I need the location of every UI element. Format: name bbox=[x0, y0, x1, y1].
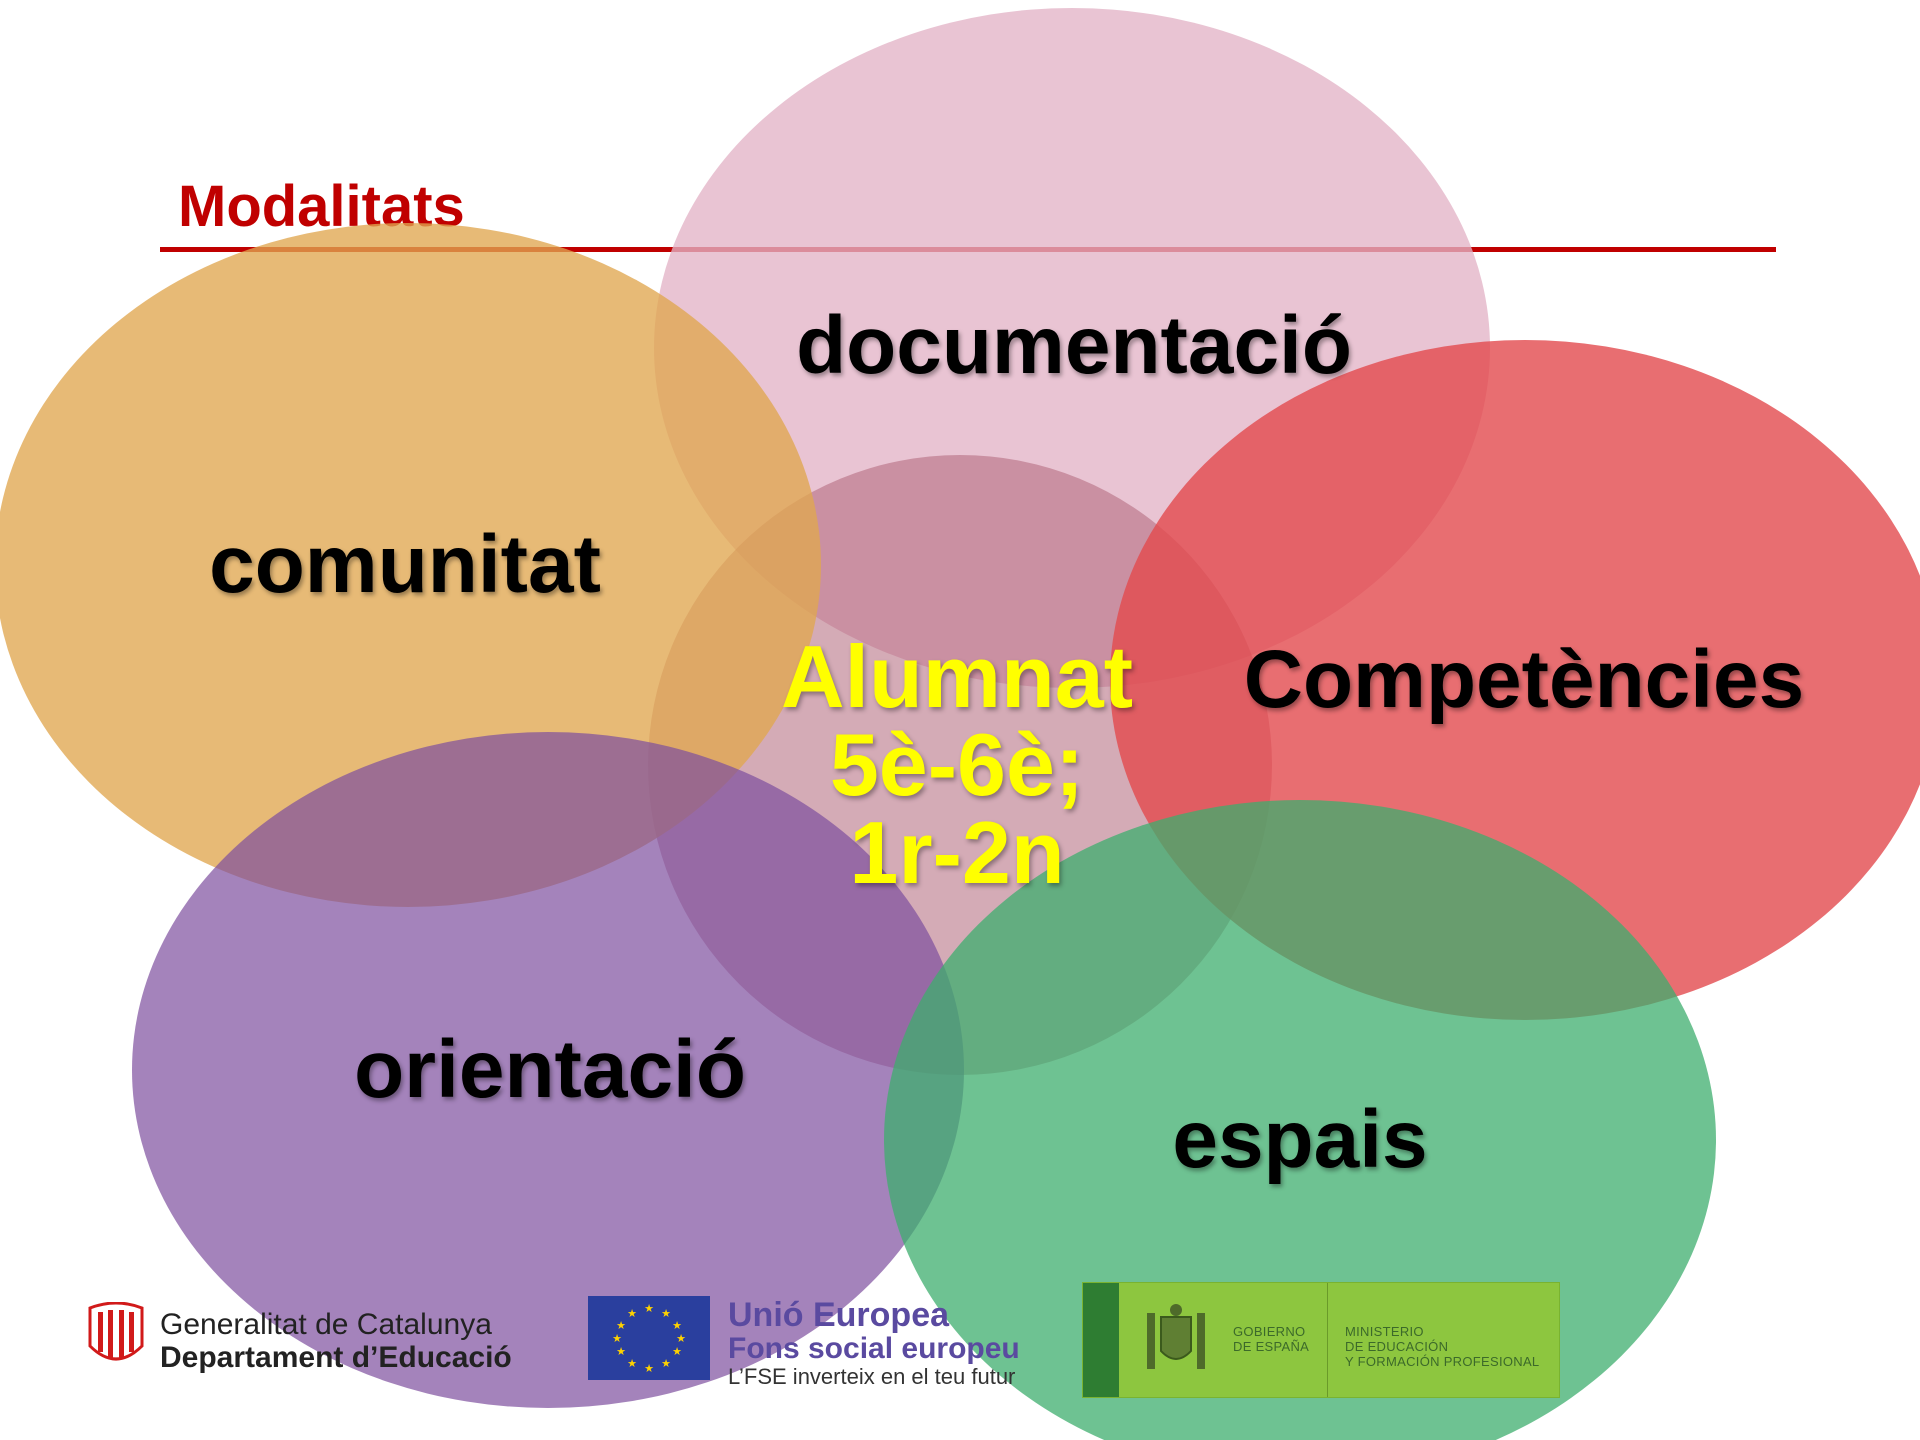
gencat-text: Generalitat de Catalunya Departament d’E… bbox=[160, 1308, 512, 1374]
spain-ministry-line-1: MINISTERIO bbox=[1345, 1324, 1424, 1339]
spain-flag-strip bbox=[1083, 1283, 1119, 1397]
circle-orientacio bbox=[132, 732, 964, 1408]
eu-flag: ★ ★ ★ ★ ★ ★ ★ ★ ★ ★ ★ ★ bbox=[588, 1296, 710, 1380]
spain-divider bbox=[1327, 1283, 1328, 1397]
svg-text:★: ★ bbox=[661, 1357, 671, 1370]
svg-text:★: ★ bbox=[661, 1307, 671, 1320]
label-espais: espais bbox=[1172, 1094, 1428, 1185]
spain-gov-line-2: DE ESPAÑA bbox=[1233, 1338, 1310, 1354]
label-competencies: Competències bbox=[1243, 634, 1805, 725]
svg-text:★: ★ bbox=[616, 1345, 626, 1358]
center-line-1: Alumnat bbox=[781, 627, 1133, 726]
gencat-line-1: Generalitat de Catalunya bbox=[160, 1308, 492, 1341]
svg-text:★: ★ bbox=[672, 1345, 682, 1358]
eu-flag-icon: ★ ★ ★ ★ ★ ★ ★ ★ ★ ★ ★ ★ bbox=[588, 1296, 710, 1380]
spain-gov-logo: GOBIERNO DE ESPAÑA MINISTERIO DE EDUCACI… bbox=[1082, 1282, 1560, 1398]
circle-comunitat bbox=[0, 223, 821, 907]
center-label: Alumnat 5è-6è; 1r-2n bbox=[781, 633, 1133, 897]
eu-text: Unió Europea Fons social europeu L’FSE i… bbox=[728, 1298, 1020, 1388]
gencat-line-2: Departament d’Educació bbox=[160, 1341, 512, 1374]
svg-text:★: ★ bbox=[672, 1319, 682, 1332]
center-line-2: 5è-6è; bbox=[829, 715, 1085, 814]
label-orientacio: orientació bbox=[354, 1024, 746, 1115]
svg-text:★: ★ bbox=[616, 1319, 626, 1332]
label-comunitat: comunitat bbox=[209, 519, 601, 610]
center-line-3: 1r-2n bbox=[849, 803, 1065, 902]
circle-espais bbox=[884, 800, 1716, 1440]
eu-line-2: Fons social europeu bbox=[728, 1332, 1020, 1365]
svg-text:★: ★ bbox=[644, 1302, 654, 1315]
svg-text:★: ★ bbox=[612, 1332, 622, 1345]
spain-coat-of-arms-icon bbox=[1139, 1301, 1213, 1379]
svg-text:★: ★ bbox=[676, 1332, 686, 1345]
svg-text:★: ★ bbox=[644, 1362, 654, 1375]
gencat-emblem-icon bbox=[88, 1301, 144, 1361]
spain-ministry-text: MINISTERIO DE EDUCACIÓN Y FORMACIÓN PROF… bbox=[1345, 1324, 1540, 1370]
spain-ministry-line-3: Y FORMACIÓN PROFESIONAL bbox=[1345, 1353, 1540, 1369]
eu-line-1: Unió Europea bbox=[728, 1296, 950, 1334]
label-documentacio: documentació bbox=[796, 300, 1352, 391]
gencat-logo bbox=[86, 1301, 146, 1368]
eu-line-3: L’FSE inverteix en el teu futur bbox=[728, 1364, 1016, 1389]
svg-text:★: ★ bbox=[627, 1307, 637, 1320]
spain-gov-line-1: GOBIERNO bbox=[1233, 1324, 1306, 1339]
svg-text:★: ★ bbox=[627, 1357, 637, 1370]
spain-gov-text: GOBIERNO DE ESPAÑA bbox=[1233, 1324, 1310, 1355]
spain-ministry-line-2: DE EDUCACIÓN bbox=[1345, 1338, 1449, 1354]
